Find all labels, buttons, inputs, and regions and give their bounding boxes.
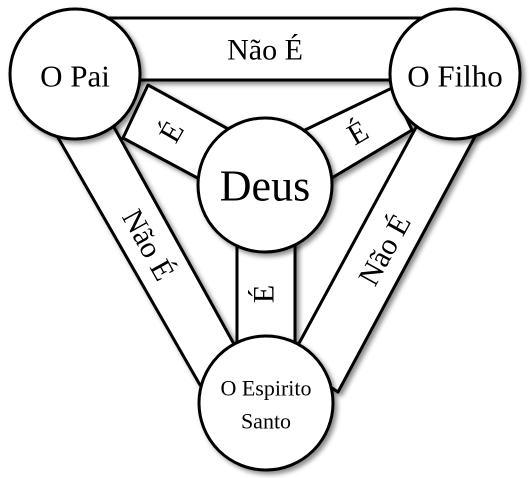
node-son [388, 7, 522, 141]
label-father-son: Não É [227, 34, 303, 67]
label-god: Deus [220, 162, 310, 211]
label-father: O Pai [40, 59, 110, 94]
node-spirit [197, 334, 335, 472]
node-god [196, 116, 334, 254]
label-spirit-line1: O Espirito [220, 376, 311, 401]
label-spirit-line2: Santo [241, 409, 291, 434]
label-son: O Filho [407, 59, 503, 94]
node-father [8, 7, 142, 141]
label-spirit-god: É [248, 285, 281, 303]
